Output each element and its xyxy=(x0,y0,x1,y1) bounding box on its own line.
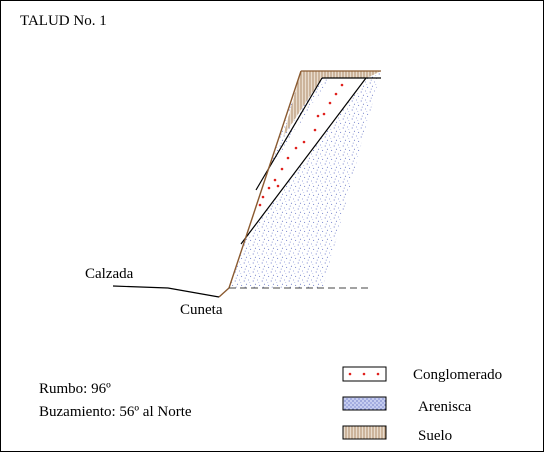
legend-label-conglomerado: Conglomerado xyxy=(413,367,502,383)
road-surface xyxy=(112,285,220,298)
legend-swatch-arenisca xyxy=(342,396,387,411)
label-cuneta: Cuneta xyxy=(180,302,223,318)
legend-label-suelo: Suelo xyxy=(418,428,452,444)
info-rumbo: Rumbo: 96º xyxy=(39,381,111,397)
suelo-layer xyxy=(283,71,381,137)
conglomerado-dots xyxy=(258,83,344,207)
figure-title: TALUD No. 1 xyxy=(20,13,107,29)
legend-label-arenisca: Arenisca xyxy=(418,399,472,415)
legend-swatch-suelo xyxy=(342,425,387,440)
info-buzamiento: Buzamiento: 56º al Norte xyxy=(39,404,192,420)
label-calzada: Calzada xyxy=(85,266,134,282)
arenisca-body xyxy=(229,71,381,288)
legend: Conglomerado Arenisca Suelo xyxy=(342,366,502,444)
